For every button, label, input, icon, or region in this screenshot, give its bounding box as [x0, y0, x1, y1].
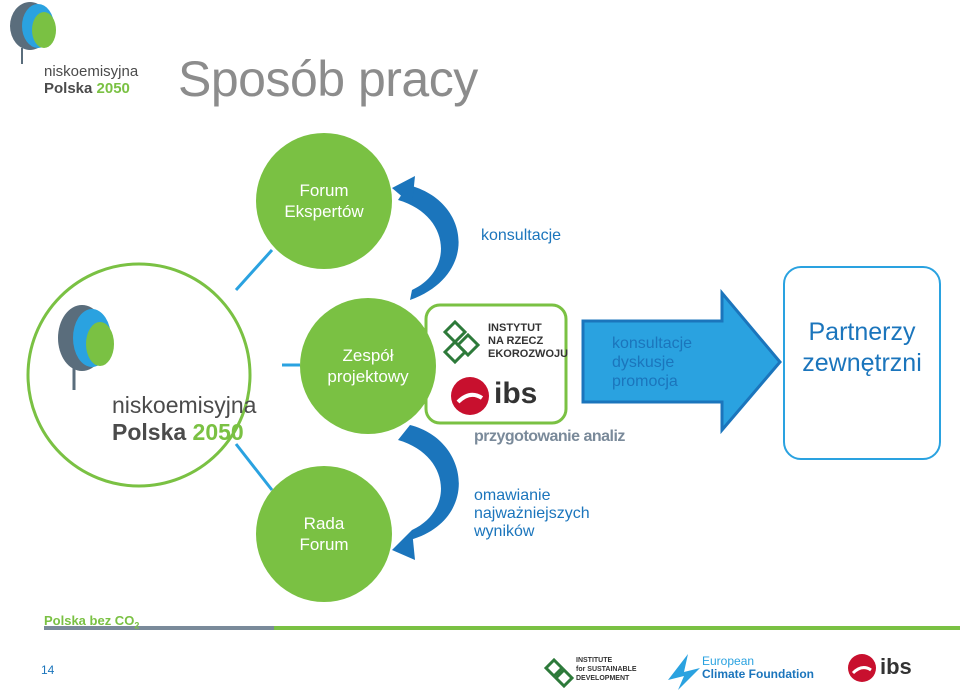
arrow-label-2: dyskusje	[612, 354, 675, 371]
ecf-logo-mark	[668, 654, 700, 690]
footer-ecf-logo: European Climate Foundation	[702, 655, 814, 681]
top-logo-mark	[10, 2, 56, 64]
big-right-arrow	[581, 288, 782, 435]
isd-logo-mark	[543, 657, 575, 689]
main-logo-line2b: 2050	[192, 419, 244, 445]
circle-project-team: Zespół projektowy	[300, 298, 436, 434]
partners-line2: zewnętrzni	[802, 349, 922, 377]
isd-line1: INSTITUTE	[576, 657, 613, 664]
council-line1: Rada	[303, 514, 345, 533]
isd-line3: DEVELOPMENT	[576, 675, 630, 682]
ibs-logo-text: ibs	[494, 377, 538, 410]
label-consultations: konsultacje	[481, 227, 562, 244]
footer-slogan: Polska bez CO2	[44, 613, 139, 631]
label-results: omawianie najważniejszych wyników	[474, 487, 590, 541]
logo-line2a: Polska	[44, 80, 97, 97]
logo-line1: niskoemisyjna	[44, 63, 139, 80]
top-logo: niskoemisyjna Polska 2050	[44, 63, 138, 97]
curved-arrow-top	[398, 185, 459, 300]
results-line1: omawianie	[474, 487, 551, 504]
results-line2: najważniejszych	[474, 505, 590, 522]
experts-line1: Forum	[299, 181, 349, 200]
label-analyses: przygotowanie analiz	[474, 428, 625, 445]
arrow-label-3: promocja	[612, 373, 678, 390]
arrow-labels: konsultacje dyskusje promocja	[612, 334, 692, 391]
ecf-line1: European	[702, 654, 755, 668]
page-number: 14	[41, 663, 55, 677]
team-line2: projektowy	[327, 367, 409, 386]
team-line1: Zespół	[342, 346, 394, 365]
partners-line1: Partnerzy	[808, 318, 916, 346]
inr-line1: INSTYTUT	[488, 322, 542, 334]
inr-line2: NA RZECZ	[488, 335, 544, 347]
arrow-label-1: konsultacje	[612, 335, 693, 352]
isd-line2: for SUSTAINABLE	[576, 666, 637, 673]
main-logo-line2a: Polska	[112, 419, 193, 445]
inr-logo-text: INSTYTUT NA RZECZ EKOROZWOJU	[488, 322, 568, 361]
ecf-line2: Climate Foundation	[702, 667, 814, 681]
footer-isd-logo: INSTITUTE for SUSTAINABLE DEVELOPMENT	[576, 656, 637, 683]
footer-slogan-text: Polska bez CO	[44, 613, 135, 628]
main-logo: niskoemisyjna Polska 2050	[112, 392, 256, 446]
external-partners-box: Partnerzy zewnętrzni	[783, 266, 941, 460]
experts-line2: Ekspertów	[284, 202, 364, 221]
results-line3: wyników	[474, 523, 535, 540]
main-logo-mark	[58, 305, 114, 390]
circle-forum-experts: Forum Ekspertów	[256, 133, 392, 269]
main-logo-circle	[26, 262, 252, 488]
curved-arrow-bottom	[398, 425, 459, 540]
logo-line2b: 2050	[96, 80, 130, 97]
council-line2: Forum	[299, 535, 349, 554]
page-title: Sposób pracy	[178, 51, 478, 107]
circle-forum-council: Rada Forum	[256, 466, 392, 602]
main-logo-line1: niskoemisyjna	[112, 392, 257, 418]
inr-logo-mark	[442, 319, 481, 365]
inr-line3: EKOROZWOJU	[488, 348, 569, 360]
footer-slogan-sub: 2	[134, 620, 140, 631]
footer-ibs-logo: ibs	[880, 654, 912, 679]
